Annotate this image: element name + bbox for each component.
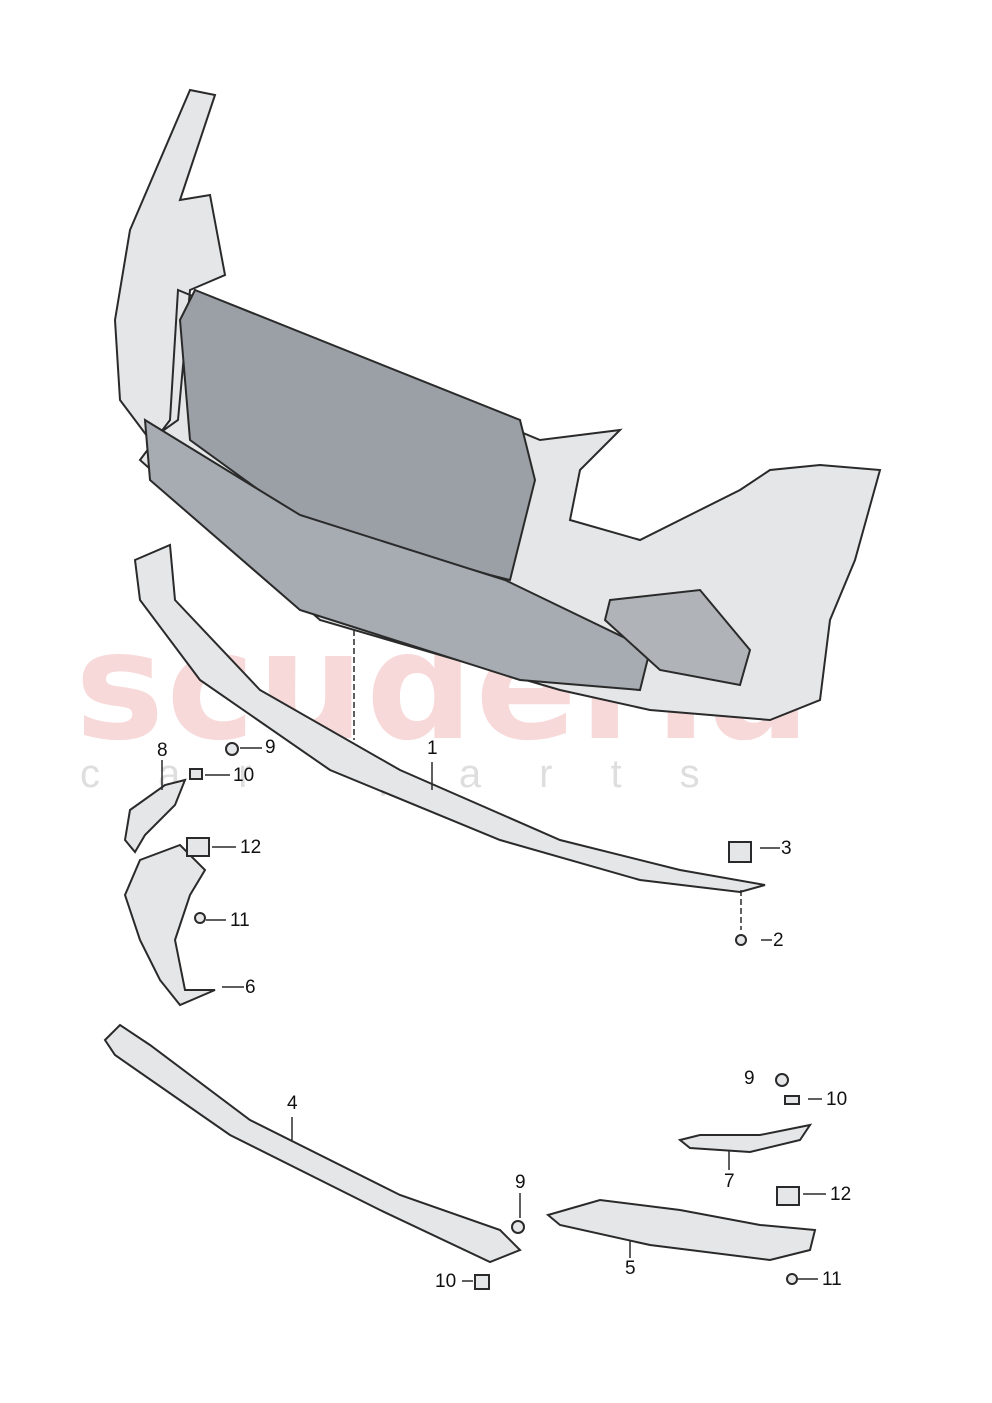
part-6-corner [123,843,216,1007]
part-7-strip [677,1123,813,1154]
callout-9: 9 [265,737,276,758]
callout-1: 1 [427,738,438,759]
callout-6: 6 [245,977,256,998]
part-8-trim [123,778,187,854]
leader-lines [161,630,826,1282]
callout-9: 9 [744,1068,755,1089]
callout-12: 12 [830,1184,852,1205]
fog-light-surround [603,588,752,687]
callout-11: 11 [822,1269,842,1290]
part-4-strip [103,1023,522,1264]
callout-7: 7 [724,1171,735,1192]
clip-9c [511,1220,525,1234]
callout-5: 5 [625,1258,636,1279]
callout-4: 4 [287,1093,298,1114]
clip-9a [225,742,239,756]
callout-9: 9 [515,1172,526,1193]
screw-11b [786,1273,798,1285]
nut-10b [784,1095,800,1105]
lower-grille [143,418,652,692]
part-1-spoiler-lip [133,543,766,894]
callout-10: 10 [826,1089,848,1110]
callout-2: 2 [773,930,784,951]
callout-3: 3 [781,838,792,859]
nut-10c [474,1274,490,1290]
clip-12a [186,837,210,857]
callout-10: 10 [233,765,255,786]
callout-10: 10 [435,1271,457,1292]
clip-3 [728,841,752,863]
part-5-strip [545,1198,817,1262]
clip-12b [776,1186,800,1206]
screw-2 [735,934,747,946]
callout-11: 11 [230,910,250,931]
clip-9b [775,1073,789,1087]
screw-11a [194,912,206,924]
callout-8: 8 [157,740,168,761]
nut-10a [189,768,203,780]
callout-12: 12 [240,837,262,858]
